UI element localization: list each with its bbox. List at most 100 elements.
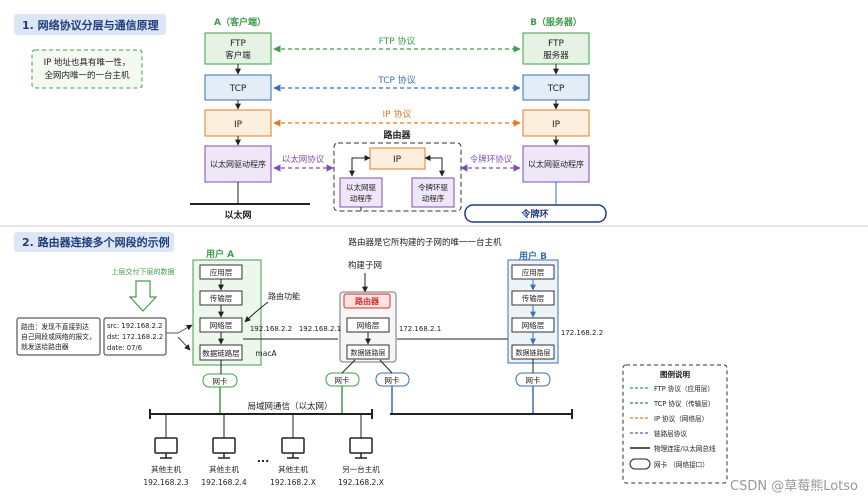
legend-nic: 网卡 （网络接口） [654,460,709,469]
packet-dst: dst: 172.168.2.2 [107,333,163,341]
route-note-line1: 路由：发现不直接到达 [21,322,89,331]
b-app-label: 应用层 [522,267,545,277]
host-3-name: 其他主机 [278,464,308,474]
router-ip-label: IP [393,155,402,165]
router-eth-line2: 动程序 [350,193,373,203]
router-arrow-right [424,155,445,177]
packet-info [103,317,167,356]
legend-ip: IP 协议（网络层） [654,414,708,423]
host-2 [212,414,236,459]
router-group [333,142,462,212]
note-line-2: 全网内唯一的一台主机 [44,70,130,81]
router-badge-label: 路由器 [355,296,380,306]
legend [622,364,728,484]
deliver-up-label: 上层交付下层的数据 [112,267,175,276]
host-1 [154,414,178,459]
ip-b-label: IP [552,120,561,130]
ftp-client-line2: 客户端 [225,50,251,61]
ip-protocol-label: IP 协议 [383,108,412,120]
router-token-line1: 令牌环驱 [418,182,448,192]
eth-driver-b-label: 以太网驱动程序 [528,159,584,169]
router-token-line2: 动程序 [422,193,445,203]
b-nic-label: 网卡 [526,375,541,385]
monitor-icon [281,437,305,454]
section1-title: 1. 网络协议分层与通信原理 [22,18,159,32]
ip-a-side: 192.168.2.2 [250,325,292,333]
host-4-name: 另一台主机 [342,464,380,474]
user-b-label: 用户 B [518,250,547,262]
note-line-1: IP 地址也具有唯一性， [44,57,131,68]
ftp-protocol-label: FTP 协议 [379,35,416,47]
host-1-ip: 192.168.2.3 [143,478,189,487]
token-ring-label: 令牌环 [520,208,548,220]
router-datalink-label: 数据链路层 [351,348,386,357]
token-protocol-label: 令牌环协议 [470,154,513,165]
host-3 [281,414,305,459]
section2-subtitle: 路由器是它所构建的子网的唯一一台主机 [348,237,502,248]
ip-b-side: 172.168.2.2 [561,329,603,337]
legend-nic-swatch [629,458,651,470]
user-a-label: 用户 A [205,248,234,260]
monitor-icon [212,437,236,454]
ip-router-right: 172.168.2.1 [399,325,441,333]
packet-arrow-2 [177,336,191,351]
host-3-ip: 192.168.2.X [270,478,316,487]
legend-tcp: TCP 协议（传输层） [653,399,714,408]
packet-arrow-1 [166,324,193,334]
route-note [16,317,101,356]
a-transport-label: 传输层 [210,293,233,303]
host-4-ip: 192.168.2.X [338,478,384,487]
ftp-client-line1: FTP [230,39,247,49]
ftp-client-box [204,32,272,65]
router-nic-right-label: 网卡 [385,375,400,385]
section2-title: 2. 路由器连接多个网段的示例 [22,235,170,249]
watermark: CSDN @草莓熊Lotso [730,478,858,494]
router-nic-link-left [341,359,356,374]
token-ring [464,204,607,223]
eth-driver-a-box [204,145,272,183]
host-a-label: A（客户端） [214,16,266,28]
lan-label: 局域网通信（以太网） [247,401,332,412]
deliver-down-arrow-icon [128,280,158,312]
router-badge [343,293,391,309]
router-arrow-left [349,155,371,177]
a-app-label: 应用层 [210,267,233,277]
section1-title-bg [14,14,166,35]
host-1-name: 其他主机 [151,464,181,474]
legend-ftp: FTP 协议（应用层） [654,384,714,393]
ftp-server-line2: 服务器 [543,50,569,61]
a-network-label: 网络层 [210,320,233,330]
eth-driver-b-box [522,145,590,183]
ethernet-label: 以太网 [224,209,251,221]
legend-link: 链路层协议 [654,429,687,438]
eth-driver-a-label: 以太网驱动程序 [210,159,266,169]
router-nic-left-label: 网卡 [335,375,350,385]
tcp-b-box [522,74,590,101]
host-4 [349,414,373,459]
routing-function-label: 路由功能 [268,291,300,301]
build-subnet-label: 构建子网 [348,260,382,271]
section2-title-bg [14,232,174,252]
packet-date: date: 07/6 [107,344,142,352]
b-transport-label: 传输层 [522,293,545,303]
legend-title: 图例说明 [660,369,690,379]
router-datalink-layer [346,344,390,360]
tcp-b-label: TCP [547,84,565,94]
ip-a-box [204,109,272,137]
router-token-box [411,177,455,208]
router-nic-link-right [379,359,393,374]
tcp-a-label: TCP [229,84,247,94]
ip-unique-note [31,49,143,89]
b-datalink-label: 数据链路层 [516,348,551,357]
eth-protocol-label: 以太网协议 [282,154,325,165]
router-title: 路由器 [383,129,411,141]
ftp-server-line1: FTP [548,39,565,49]
routing-function-arrow [244,301,269,323]
a-datalink-label: 数据链路层 [202,348,240,358]
router-eth-box [339,177,383,208]
route-note-line3: 就发送给路由器 [21,342,69,351]
tcp-protocol-label: TCP 协议 [377,74,416,86]
mac-a-label: macA [255,349,277,358]
host-2-name: 其他主机 [209,464,239,474]
